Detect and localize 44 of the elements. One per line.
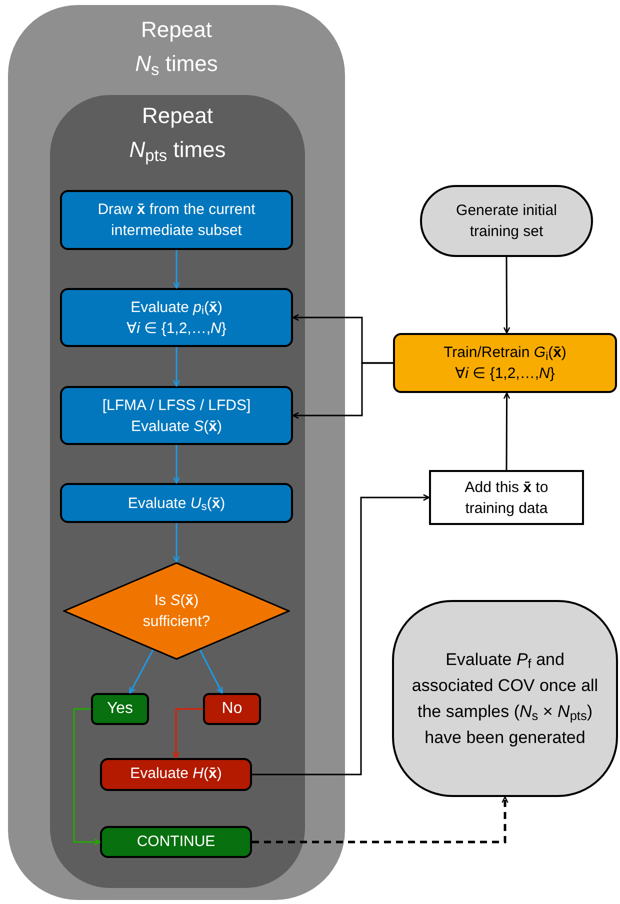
node-text: Generate initial training set: [455, 201, 558, 242]
arrow: [73, 708, 101, 846]
node-text: Yes: [106, 699, 134, 719]
node-text: Is S(x̄) sufficient?: [142, 591, 212, 632]
arrow: [172, 708, 203, 759]
arrow: [292, 362, 393, 419]
arrow: [173, 347, 180, 387]
arrow: [252, 796, 508, 844]
arrow: [503, 257, 510, 334]
arrow: [252, 494, 430, 776]
process-box: [60, 386, 293, 445]
panel-title: Repeat N$_{s}$ times: [134, 16, 219, 81]
process-box: [60, 190, 293, 250]
yes-box: [91, 693, 149, 725]
node-text: Evaluate P$_{f}$ and associated COV once all the samples (N$_{s}$ × N$_{pts}$) have been generated: [410, 648, 600, 748]
process-box: [100, 758, 252, 791]
continue-box: [100, 826, 252, 858]
process-box: [393, 333, 617, 393]
node-text: Evaluate p$_{i}$(x̄): [130, 298, 224, 318]
process-box: [429, 470, 584, 525]
node-text: No: [222, 699, 242, 719]
arrow: [173, 445, 180, 484]
node-text: Train/Retrain G$_{i}$(x̄): [442, 343, 568, 363]
node-text: [LFMA / LFSS / LFDS]: [101, 396, 252, 416]
panel-title: Repeat N$_{pts}$ times: [128, 102, 227, 167]
node-text: Draw x̄ from the current intermediate subset: [96, 200, 256, 241]
process-box: [60, 288, 293, 347]
node-text: Evaluate S(x̄): [130, 416, 223, 436]
arrow: [173, 250, 180, 289]
arrow: [199, 650, 223, 694]
no-box: [203, 693, 261, 725]
arrow: [503, 392, 510, 470]
node-text: Evaluate U$_{s}$(x̄): [126, 494, 226, 514]
node-text: ∀i ∈ {1,2,…,N}: [454, 364, 556, 384]
node-text: Add this x̄ to training data: [464, 478, 550, 518]
node-text: CONTINUE: [136, 832, 216, 852]
inner-loop-panel: [50, 95, 305, 888]
process-box: [60, 483, 293, 523]
node-text: Evaluate H(x̄): [130, 764, 222, 784]
end-terminal: [392, 600, 618, 797]
arrow: [129, 650, 154, 694]
outer-loop-panel: [8, 5, 345, 900]
arrow: [173, 523, 180, 563]
node-text: ∀i ∈ {1,2,…,N}: [126, 318, 228, 338]
